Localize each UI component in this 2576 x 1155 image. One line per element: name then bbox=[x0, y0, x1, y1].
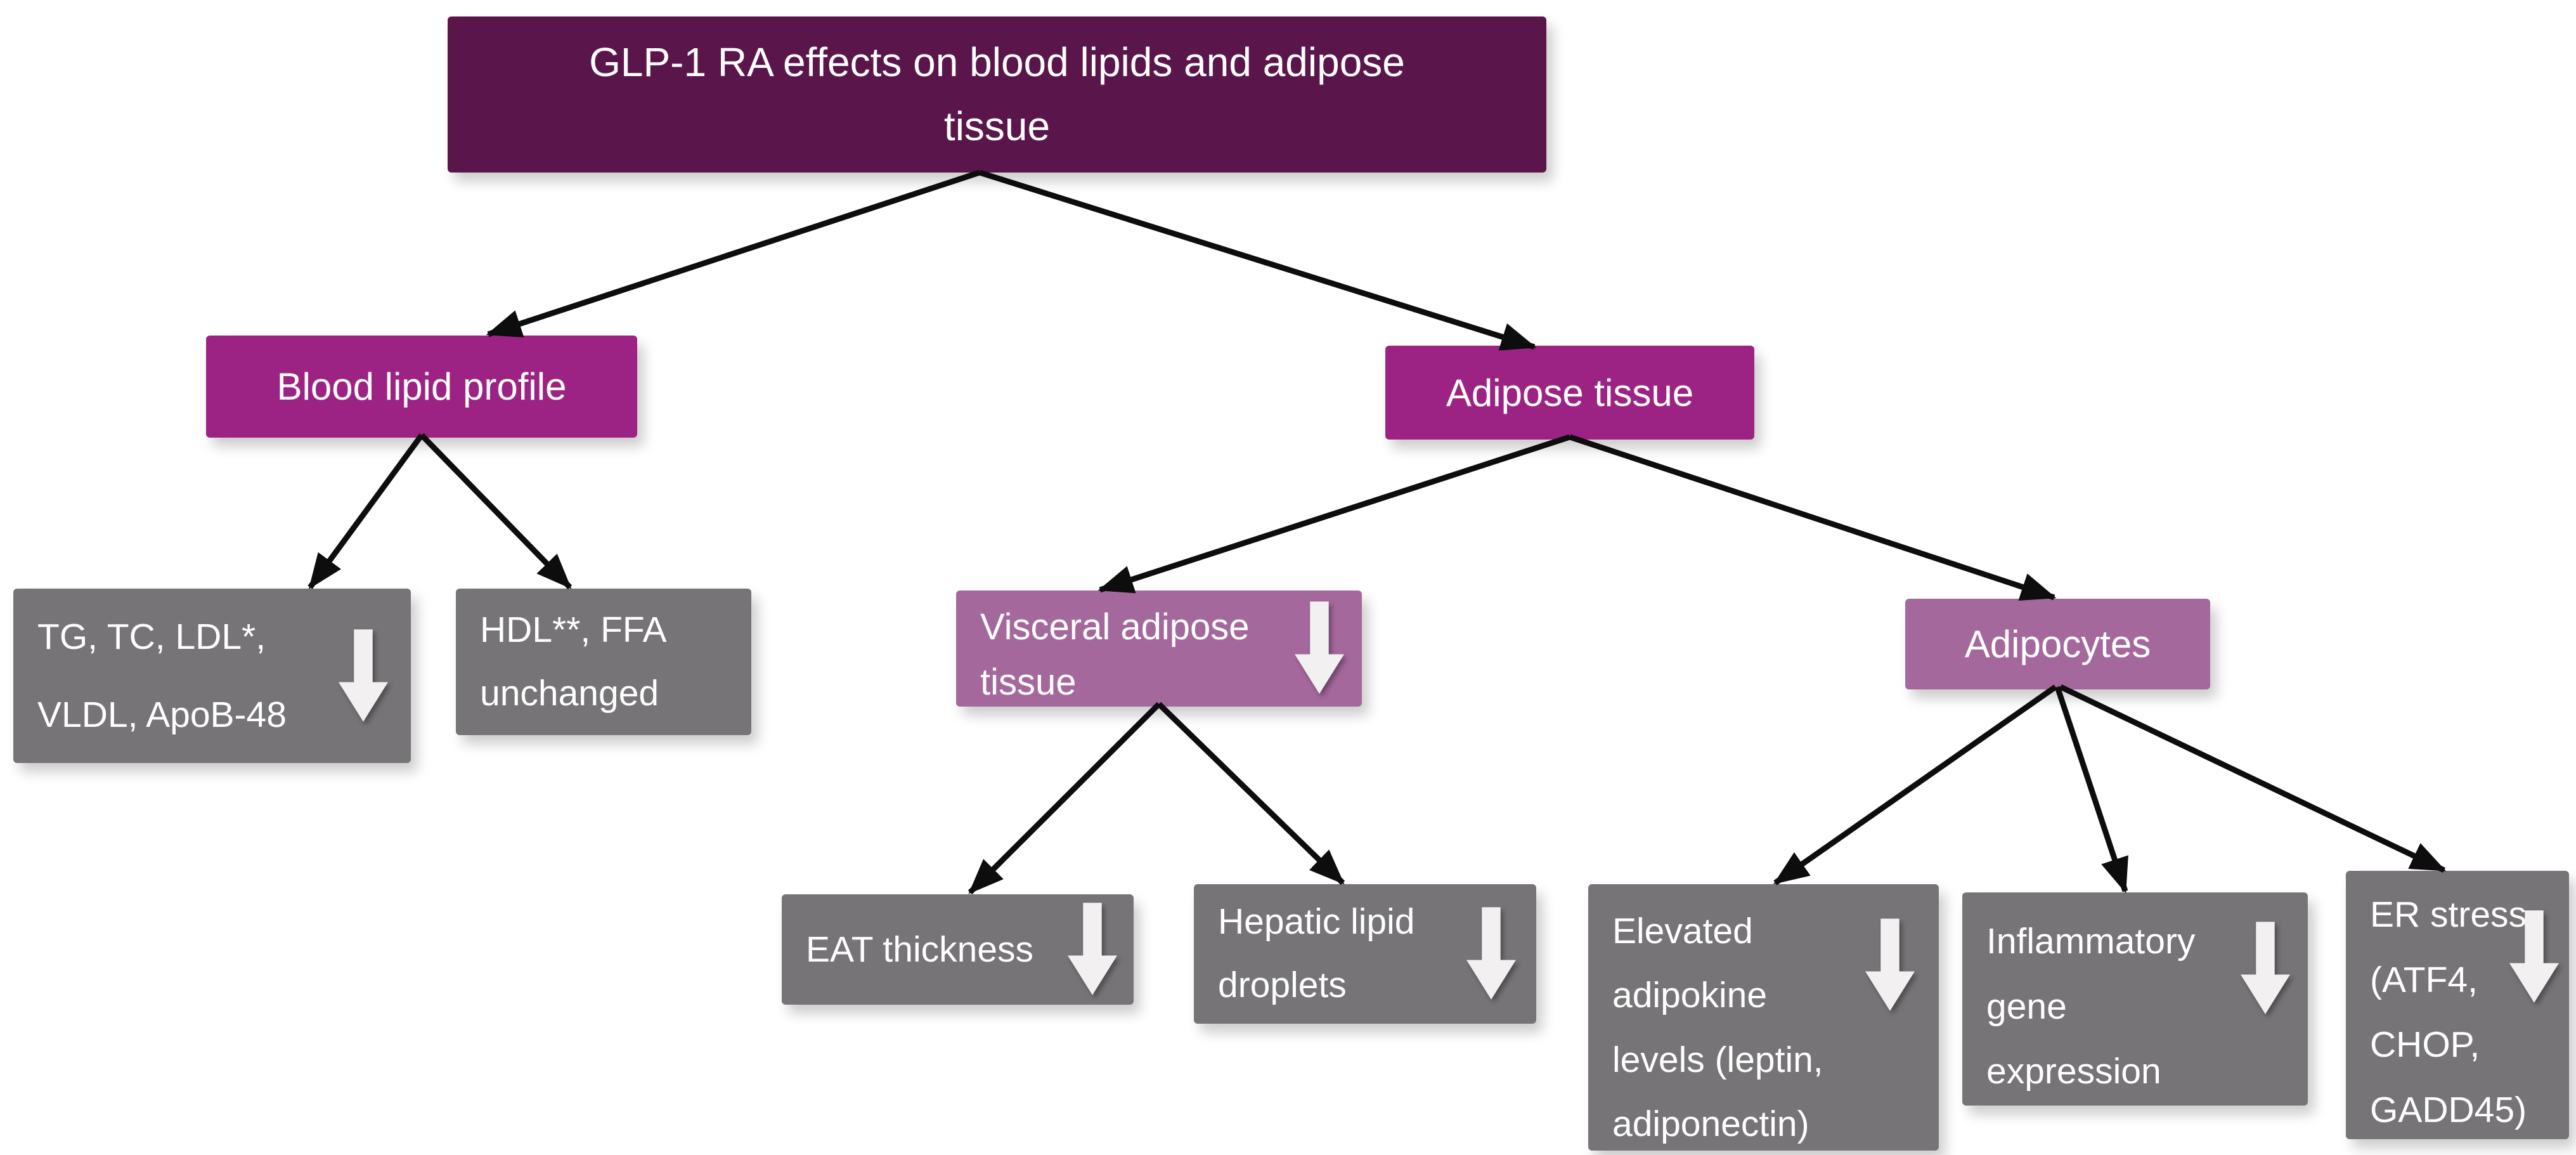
connector-at-to-vat bbox=[1097, 434, 1571, 594]
node-line: expression bbox=[1986, 1051, 2161, 1092]
decrease-arrow-icon bbox=[1466, 907, 1516, 1000]
node-eat-thickness: EAT thickness bbox=[782, 894, 1134, 1005]
connector-adipocytes-to-inflammatory bbox=[2054, 686, 2128, 894]
node-line: droplets bbox=[1218, 965, 1347, 1005]
node-label: Adipocytes bbox=[1964, 623, 2151, 665]
node-line: adiponectin) bbox=[1612, 1104, 1809, 1145]
node-elevated-adipokine-levels: Elevated adipokine levels (leptin, adipo… bbox=[1588, 884, 1939, 1151]
connector-blp-to-hdl bbox=[419, 433, 573, 590]
node-line: VLDL, ApoB-48 bbox=[37, 694, 287, 735]
node-line: Hepatic lipid bbox=[1218, 901, 1415, 943]
node-tg-tc-ldl-vldl-apob48: TG, TC, LDL*, VLDL, ApoB-48 bbox=[13, 589, 411, 763]
decrease-arrow-icon bbox=[1865, 918, 1915, 1011]
title-line: tissue bbox=[943, 103, 1051, 149]
node-line: ER stress bbox=[2370, 894, 2527, 935]
connector-adipocytes-to-elevated bbox=[1773, 684, 2057, 885]
node-label: Blood lipid profile bbox=[276, 365, 567, 408]
connector-vat-to-hepatic bbox=[1156, 701, 1345, 885]
decrease-arrow-icon bbox=[2241, 922, 2290, 1014]
node-line: TG, TC, LDL*, bbox=[37, 616, 266, 657]
node-line: CHOP, bbox=[2370, 1024, 2480, 1066]
node-line: adipokine bbox=[1612, 975, 1768, 1016]
decrease-arrow-icon bbox=[2509, 910, 2559, 1003]
connector-title-to-adipose-tissue bbox=[978, 169, 1537, 351]
node-adipose-tissue: Adipose tissue bbox=[1385, 346, 1754, 440]
connector-title-to-blood-lipid-profile bbox=[486, 169, 981, 338]
node-line: levels (leptin, bbox=[1612, 1039, 1823, 1080]
node-title: GLP-1 RA effects on blood lipids and adi… bbox=[448, 16, 1546, 173]
node-label: EAT thickness bbox=[806, 929, 1034, 970]
node-hdl-ffa-unchanged: HDL**, FFA unchanged bbox=[456, 589, 751, 735]
node-blood-lipid-profile: Blood lipid profile bbox=[206, 336, 637, 438]
node-line: Elevated bbox=[1612, 911, 1753, 951]
node-inflammatory-gene-expression: Inflammatory gene expression bbox=[1962, 892, 2308, 1106]
node-line: HDL**, FFA bbox=[480, 609, 667, 650]
decrease-arrow-icon bbox=[339, 629, 388, 722]
node-line: Inflammatory bbox=[1986, 921, 2196, 962]
connector-at-to-adipocytes bbox=[1569, 434, 2057, 601]
node-line: GADD45) bbox=[2370, 1089, 2527, 1130]
node-hepatic-lipid-droplets: Hepatic lipid droplets bbox=[1194, 884, 1536, 1024]
connector-vat-to-eat bbox=[968, 701, 1162, 895]
node-line: (ATF4, bbox=[2370, 959, 2478, 1000]
connector-adipocytes-to-er-stress bbox=[2059, 684, 2447, 873]
connector-blp-to-tg bbox=[307, 433, 424, 589]
node-visceral-adipose-tissue: Visceral adipose tissue bbox=[956, 591, 1362, 707]
node-label: Adipose tissue bbox=[1446, 371, 1694, 414]
decrease-arrow-icon bbox=[1068, 903, 1117, 995]
decrease-arrow-icon bbox=[1295, 601, 1344, 694]
node-er-stress: ER stress (ATF4, CHOP, GADD45) bbox=[2346, 871, 2569, 1139]
node-line: unchanged bbox=[480, 672, 659, 714]
node-line: gene bbox=[1986, 986, 2067, 1027]
node-line: Visceral adipose bbox=[980, 606, 1250, 648]
node-line: tissue bbox=[980, 662, 1077, 703]
title-line: GLP-1 RA effects on blood lipids and adi… bbox=[589, 39, 1405, 85]
node-adipocytes: Adipocytes bbox=[1905, 599, 2210, 689]
